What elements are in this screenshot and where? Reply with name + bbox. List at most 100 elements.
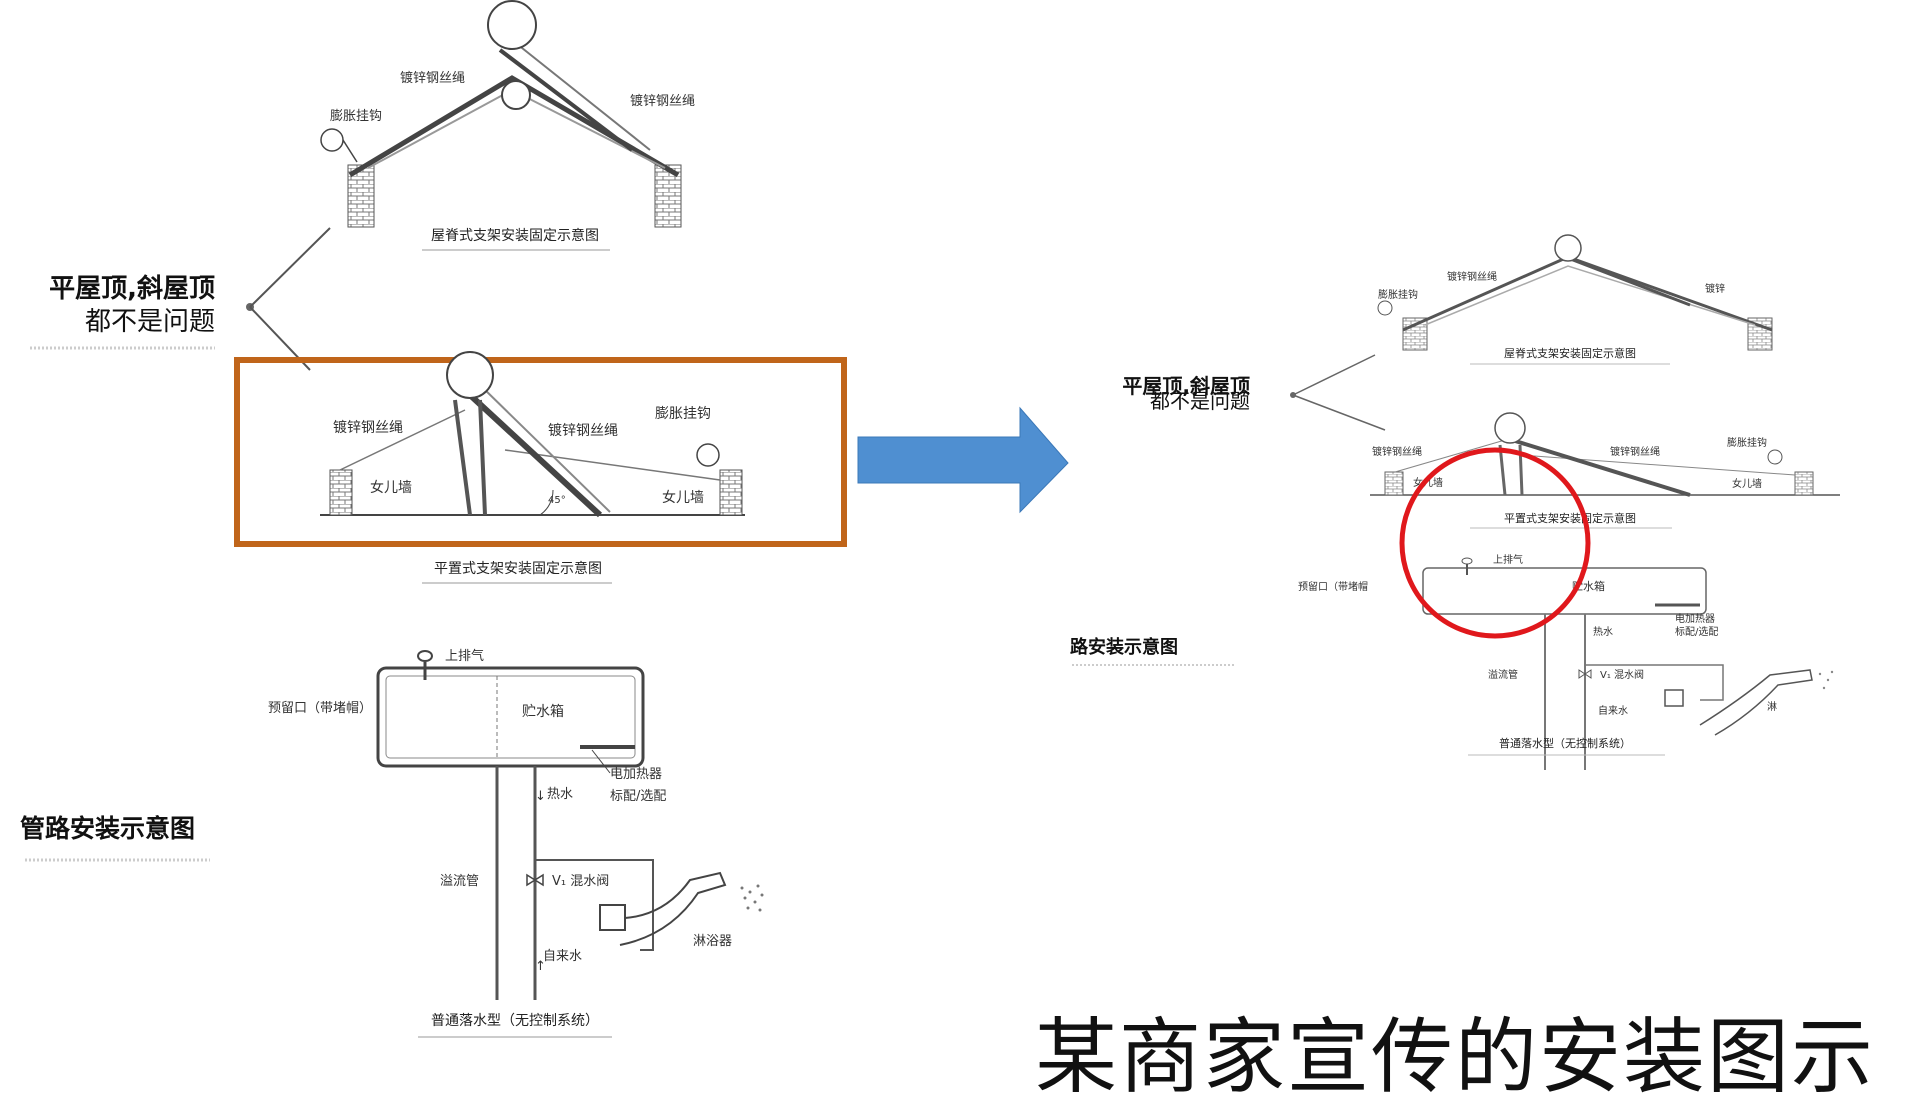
r-pipe-vertical-lines [1544, 614, 1586, 770]
r-flat-collector [1511, 438, 1691, 497]
r-flat-rope-left-label: 镀锌钢丝绳 [1372, 445, 1422, 458]
r-flat-hook-label: 膨胀挂钩 [1727, 436, 1767, 449]
r-pipe-tank [1422, 567, 1707, 615]
r-shower-hose-icon [1699, 669, 1813, 736]
ridge-tank-lower [501, 80, 531, 110]
ridge-rope-left-label: 镀锌钢丝绳 [400, 70, 465, 86]
flat-stand [453, 399, 487, 516]
left-flat-diagram: 镀锌钢丝绳 镀锌钢丝绳 膨胀挂钩 女儿墙 女儿墙 45° 平置式支架安装固定示意… [234, 351, 847, 584]
r-pipe-vent-cap [1461, 557, 1473, 565]
left-side-subtitle: 都不是问题 [85, 307, 215, 337]
r-ridge-wall-left [1402, 317, 1428, 351]
r-pipe-vent-label: 上排气 [1493, 553, 1523, 566]
pipe-heater-opt-label: 标配/选配 [610, 789, 666, 804]
r-flat-hook-icon [1767, 449, 1783, 465]
shower-spray-icon [740, 884, 764, 912]
r-pipe-heater-opt-label: 标配/选配 [1675, 625, 1718, 638]
r-pipe-reserved-label: 预留口（带堵帽 [1298, 580, 1368, 593]
r-ridge-rope [1424, 265, 1756, 326]
right-pipe-title-block: 路安装示意图 [1070, 636, 1235, 666]
pipe-vent-label: 上排气 [445, 648, 484, 664]
flat-rope-right [504, 449, 721, 481]
pipe-tank [376, 666, 645, 768]
pipe-overflow-label: 溢流管 [440, 874, 479, 889]
r-pipe-shower-label: 淋 [1767, 700, 1777, 713]
left-pipe-title: 管路安装示意图 [20, 814, 195, 843]
r-pipe-heater-label: 电加热器 [1675, 612, 1715, 625]
pipe-heater-leader [591, 749, 611, 774]
r-pipe-valve-label: V₁ 混水阀 [1600, 668, 1644, 681]
r-pipe-mixer [1664, 689, 1684, 707]
pipe-vent-cap [417, 650, 433, 662]
right-side-subtitle: 都不是问题 [1150, 389, 1250, 413]
left-side-title-block: 平屋顶,斜屋顶 都不是问题 [30, 227, 331, 371]
right-connector-upper [1292, 354, 1376, 396]
r-flat-rope-right [1519, 454, 1796, 476]
flat-wall-right [719, 469, 743, 516]
diagram-canvas: 平屋顶,斜屋顶 都不是问题 镀锌钢丝绳 镀锌钢丝绳 膨胀挂钩 屋脊式支架安装固定… [20, 0, 1840, 1038]
r-flat-wall-right [1794, 471, 1814, 496]
flat-tank [446, 351, 494, 399]
pipe-tank-inner [385, 675, 636, 759]
flat-hook-icon [696, 443, 720, 467]
flat-hook-label: 膨胀挂钩 [655, 405, 711, 422]
ridge-tank [487, 0, 537, 50]
flat-wall-right-label: 女儿墙 [662, 489, 704, 506]
r-pipe-cross-line [1585, 664, 1724, 701]
pipe-cross-line [535, 859, 654, 951]
left-pipe-diagram: ↓ ↑ 上排气 预留口（带堵帽） 贮水箱 电加热器 标配/选配 热水 溢流管 V… [268, 648, 764, 1038]
r-flat-rope-left [1394, 439, 1506, 473]
flat-wall-left-label: 女儿墙 [370, 479, 412, 496]
r-flat-wall-left [1384, 471, 1404, 496]
r-flat-tank [1494, 412, 1526, 444]
highlight-box [234, 357, 847, 547]
r-pipe-overflow-label: 溢流管 [1488, 668, 1518, 681]
r-ridge-rope-left-label: 镀锌钢丝绳 [1447, 270, 1497, 283]
r-flat-caption: 平置式支架安装固定示意图 [1504, 511, 1636, 525]
pipe-tank-label: 贮水箱 [522, 704, 564, 720]
pipe-cold-arrow: ↑ [535, 959, 546, 974]
flat-rope-left [339, 409, 466, 471]
flat-angle-label: 45° [548, 495, 566, 506]
pipe-hot-label: 热水 [547, 787, 573, 802]
r-ridge-caption: 屋脊式支架安装固定示意图 [1504, 346, 1636, 360]
right-pipe-title: 路安装示意图 [1070, 636, 1178, 658]
left-pipe-title-block: 管路安装示意图 [20, 814, 210, 862]
flat-wall-left [329, 469, 353, 516]
pipe-valve-label: V₁ 混水阀 [552, 874, 609, 889]
r-ridge-tank [1554, 234, 1582, 262]
r-ridge-rope-right-label: 镀锌 [1705, 282, 1725, 295]
right-ridge-diagram: 镀锌钢丝绳 镀锌 膨胀挂钩 屋脊式支架安装固定示意图 [1377, 234, 1773, 365]
right-side-title: 平屋顶,斜屋顶 [1122, 374, 1250, 398]
ridge-rope-right-label: 镀锌钢丝绳 [630, 93, 695, 109]
left-connector-upper [249, 227, 331, 308]
flat-collector [467, 392, 603, 518]
red-highlight-circle [1399, 447, 1591, 639]
right-side-title-block: 平屋顶,斜屋顶 都不是问题 [1122, 354, 1386, 431]
flat-rope-mid-label: 镀锌钢丝绳 [548, 422, 618, 439]
pipe-caption: 普通落水型（无控制系统） [431, 1013, 599, 1029]
r-pipe-cold-label: 自来水 [1598, 704, 1628, 717]
ridge-caption: 屋脊式支架安装固定示意图 [431, 227, 599, 244]
flat-collector-rail [479, 384, 611, 513]
pipe-reserved-label: 预留口（带堵帽） [268, 700, 372, 716]
transform-arrow [857, 406, 1069, 514]
flat-rope-left-label: 镀锌钢丝绳 [333, 419, 403, 436]
pipe-heater-label: 电加热器 [610, 767, 662, 782]
flat-angle-arc [539, 489, 554, 516]
r-pipe-hot-label: 热水 [1593, 625, 1613, 638]
r-ridge-hook-icon [1377, 300, 1393, 316]
ridge-hook-label: 膨胀挂钩 [330, 109, 382, 124]
r-ridge-collector [1559, 253, 1691, 307]
shower-hose-icon [619, 871, 727, 946]
pipe-shower-label: 淋浴器 [693, 934, 732, 949]
ridge-collector-rail [511, 39, 651, 151]
ridge-hook-icon [320, 128, 344, 152]
pipe-hot-arrow: ↓ [535, 789, 546, 804]
flat-caption: 平置式支架安装固定示意图 [434, 560, 602, 577]
r-flat-rope-mid-label: 镀锌钢丝绳 [1610, 445, 1660, 458]
r-flat-wall-right-label: 女儿墙 [1732, 477, 1762, 490]
r-pipe-caption: 普通落水型（无控制系统） [1499, 736, 1631, 750]
ridge-hook-line [342, 139, 358, 163]
left-ridge-diagram: 镀锌钢丝绳 镀锌钢丝绳 膨胀挂钩 屋脊式支架安装固定示意图 [320, 0, 695, 251]
